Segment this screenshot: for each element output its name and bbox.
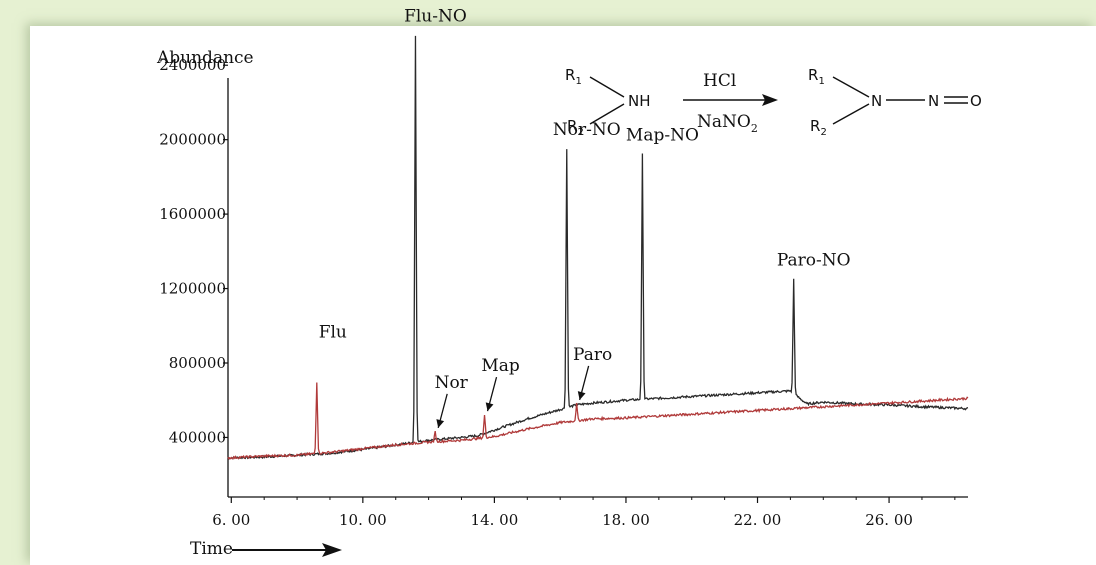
x-tick-label: 18. 00 xyxy=(602,511,650,529)
peak-label: Flu xyxy=(319,323,347,343)
nitroso-o: O xyxy=(970,92,982,110)
y-tick-label: 2400000 xyxy=(159,56,226,74)
reagent-hcl: HCl xyxy=(703,71,736,91)
y-tick-label: 800000 xyxy=(169,354,226,372)
bond-r2-nh xyxy=(589,103,625,125)
x-axis-title: Time xyxy=(190,539,233,559)
y-tick-label: 400000 xyxy=(169,428,226,446)
amine-nh: NH xyxy=(628,92,651,110)
x-tick-label: 10. 00 xyxy=(339,511,387,529)
x-tick-label: 22. 00 xyxy=(734,511,782,529)
x-tick-label: 26. 00 xyxy=(865,511,913,529)
bond-r1-nh xyxy=(589,76,625,98)
peak-arrow-head xyxy=(485,402,494,412)
axes xyxy=(227,78,968,498)
y-tick-label: 1600000 xyxy=(159,205,226,223)
nitroso-n: N xyxy=(928,92,939,110)
y-axis-title: Abundance xyxy=(156,48,254,68)
reactant-r1: R1 xyxy=(565,66,582,87)
product-n: N xyxy=(871,92,882,110)
product-r2: R2 xyxy=(810,117,827,138)
reactant-r2: R2 xyxy=(567,117,584,138)
peak-label: Paro-NO xyxy=(777,250,851,270)
product-r1: R1 xyxy=(808,66,825,87)
series-line xyxy=(227,382,969,460)
y-tick-label: 1200000 xyxy=(159,280,226,298)
x-tick-label: 14. 00 xyxy=(471,511,519,529)
peak-label: Flu-NO xyxy=(404,6,467,26)
ticks: 400000 800000 1200000 1600000 2000000 2400000… xyxy=(159,56,956,529)
series-line xyxy=(227,35,969,460)
x-tick-label: 6. 00 xyxy=(212,511,250,529)
series-layer xyxy=(227,35,969,460)
bond-r1-n xyxy=(832,76,870,98)
time-arrow xyxy=(232,543,342,557)
peak-label: Paro xyxy=(573,345,612,365)
peak-label: Nor-NO xyxy=(553,120,621,140)
peak-label: Map xyxy=(481,356,520,376)
peak-arrow-head xyxy=(436,419,445,428)
reaction-scheme: R1 R2 NH HCl NaNO2 R1 R2 N N O xyxy=(565,66,982,138)
y-tick-label: 2000000 xyxy=(159,131,226,149)
peak-label: Map-NO xyxy=(626,126,699,146)
figure-frame xyxy=(30,26,1096,565)
reagent-nano2: NaNO2 xyxy=(697,112,758,135)
peak-label: Nor xyxy=(435,373,469,393)
bond-r2-n xyxy=(832,103,870,125)
reaction-arrow-head xyxy=(762,94,778,106)
peak-arrow-head xyxy=(577,391,586,400)
